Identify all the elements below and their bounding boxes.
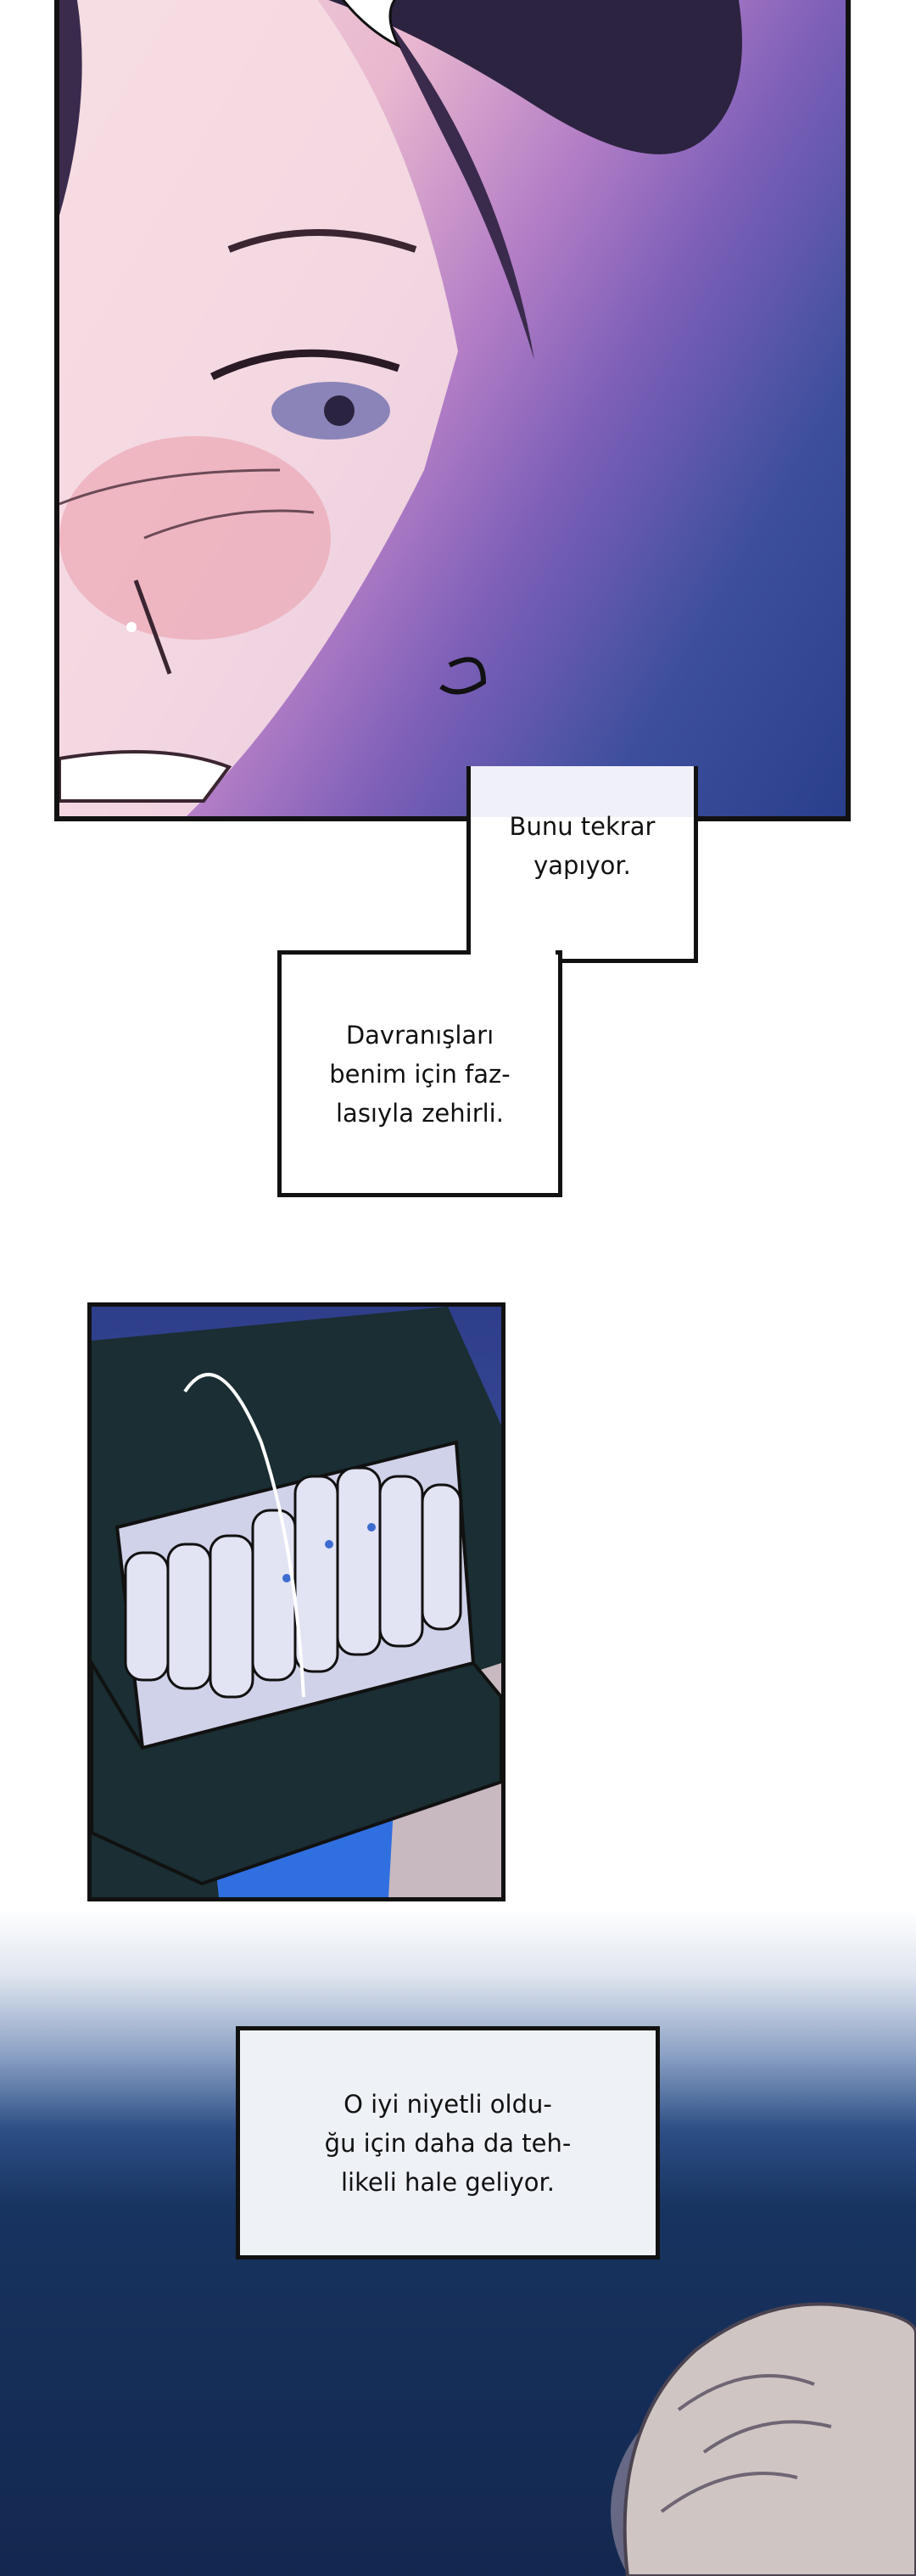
caption-line: likeli hale geliyor. bbox=[340, 2167, 556, 2197]
caption-line: Bunu tekrar bbox=[509, 811, 656, 841]
caption-box-third: O iyi niyetli oldu- ğu için daha da teh-… bbox=[236, 2026, 660, 2260]
caption-joint bbox=[471, 950, 556, 959]
face-illustration bbox=[59, 0, 742, 816]
comic-panel-cigarette-pack bbox=[87, 1302, 505, 1901]
comic-panel-face-closeup bbox=[54, 0, 851, 821]
caption-line: ğu için daha da teh- bbox=[324, 2128, 572, 2158]
character-hair-illustration bbox=[611, 2302, 916, 2576]
caption-box-second: Davranışları benim için faz- lasıyla zeh… bbox=[277, 950, 562, 1197]
caption-line: yapıyor. bbox=[533, 850, 631, 880]
cigarette-pack-illustration bbox=[92, 1307, 501, 1897]
caption-box-first: Bunu tekrar yapıyor. bbox=[466, 766, 698, 963]
caption-line: lasıyla zehirli. bbox=[336, 1098, 504, 1128]
caption-line: Davranışları bbox=[345, 1020, 494, 1050]
caption-line: O iyi niyetli oldu- bbox=[344, 2089, 552, 2119]
caption-line: benim için faz- bbox=[329, 1059, 511, 1089]
